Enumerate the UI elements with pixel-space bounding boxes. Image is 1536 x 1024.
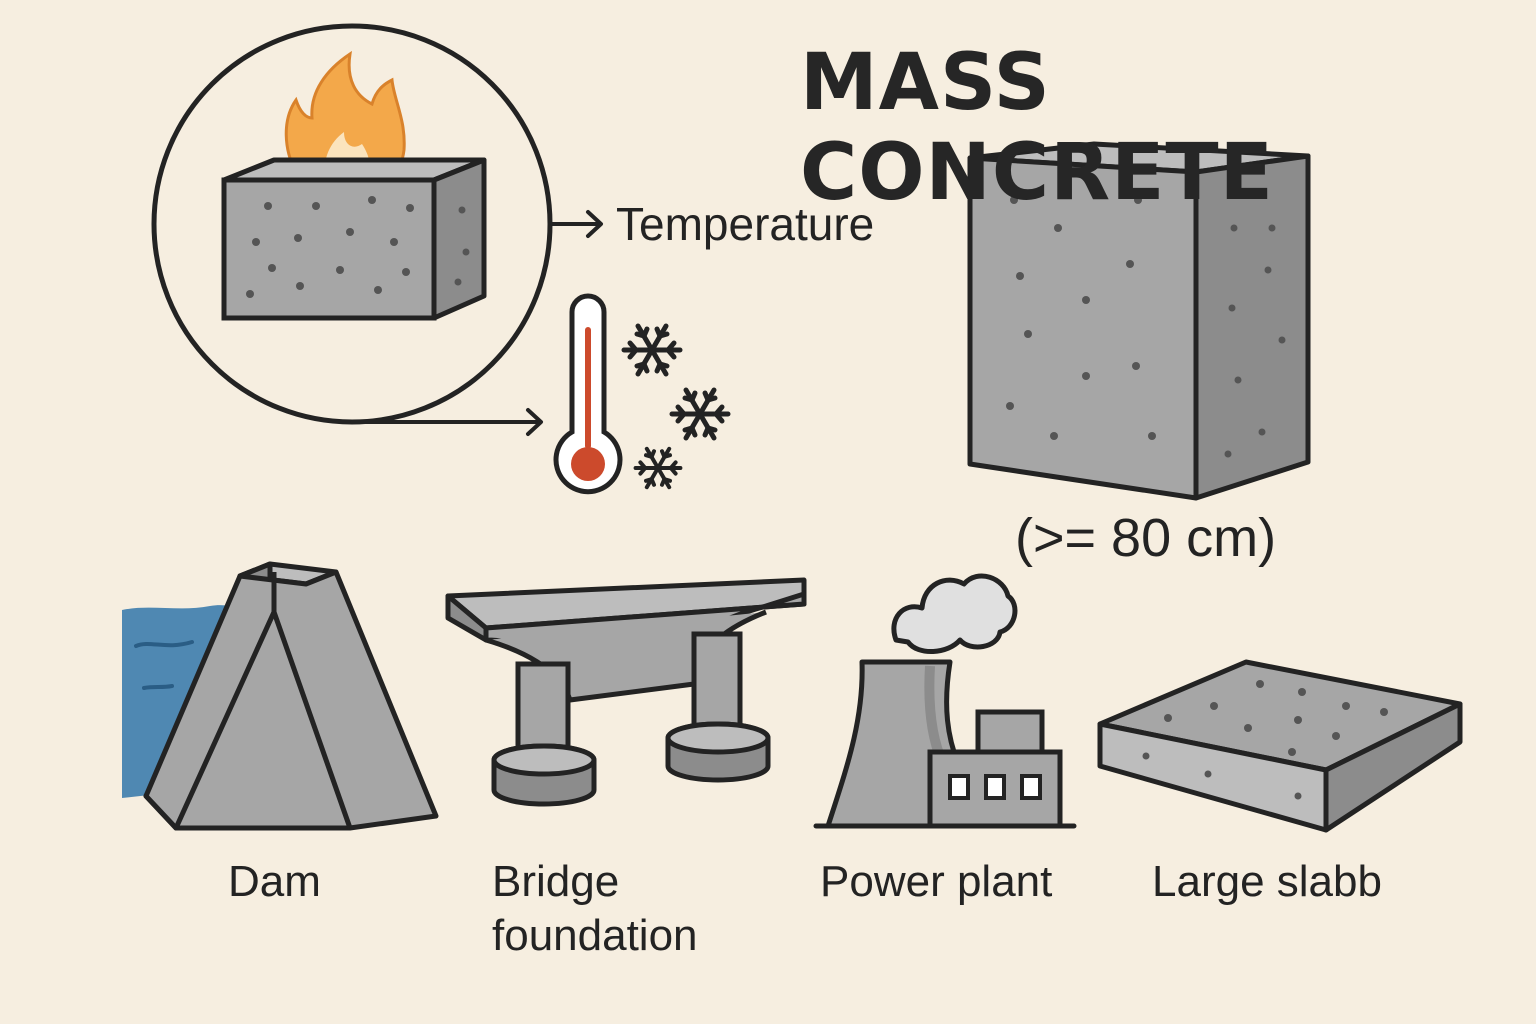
- size-label: (>= 80 cm): [1015, 508, 1277, 568]
- bridge-caption-line-1: Bridge: [492, 857, 620, 906]
- temperature-label: Temperature: [616, 198, 875, 250]
- arrow-to-thermometer: [350, 408, 543, 436]
- dam-icon: [122, 561, 439, 831]
- large-concrete-block: [967, 141, 1311, 501]
- dam-caption: Dam: [228, 857, 321, 906]
- power-plant-icon: [813, 573, 1077, 829]
- slab-caption: Large slabb: [1152, 857, 1382, 906]
- bridge-icon: [445, 577, 807, 807]
- snowflake-icon: [636, 449, 681, 487]
- bridge-caption: Bridge foundation: [492, 855, 698, 962]
- snowflake-icon: [672, 390, 728, 438]
- thermometer-icon: [553, 293, 623, 495]
- arrow-to-temperature: [550, 210, 603, 238]
- snowflake-icon: [624, 326, 680, 374]
- power-plant-caption: Power plant: [820, 857, 1053, 906]
- small-concrete-block: [221, 157, 487, 321]
- bridge-caption-line-2: foundation: [492, 910, 698, 960]
- slab-icon: [1097, 659, 1463, 833]
- page-title: MASS CONCRETE: [800, 38, 1274, 218]
